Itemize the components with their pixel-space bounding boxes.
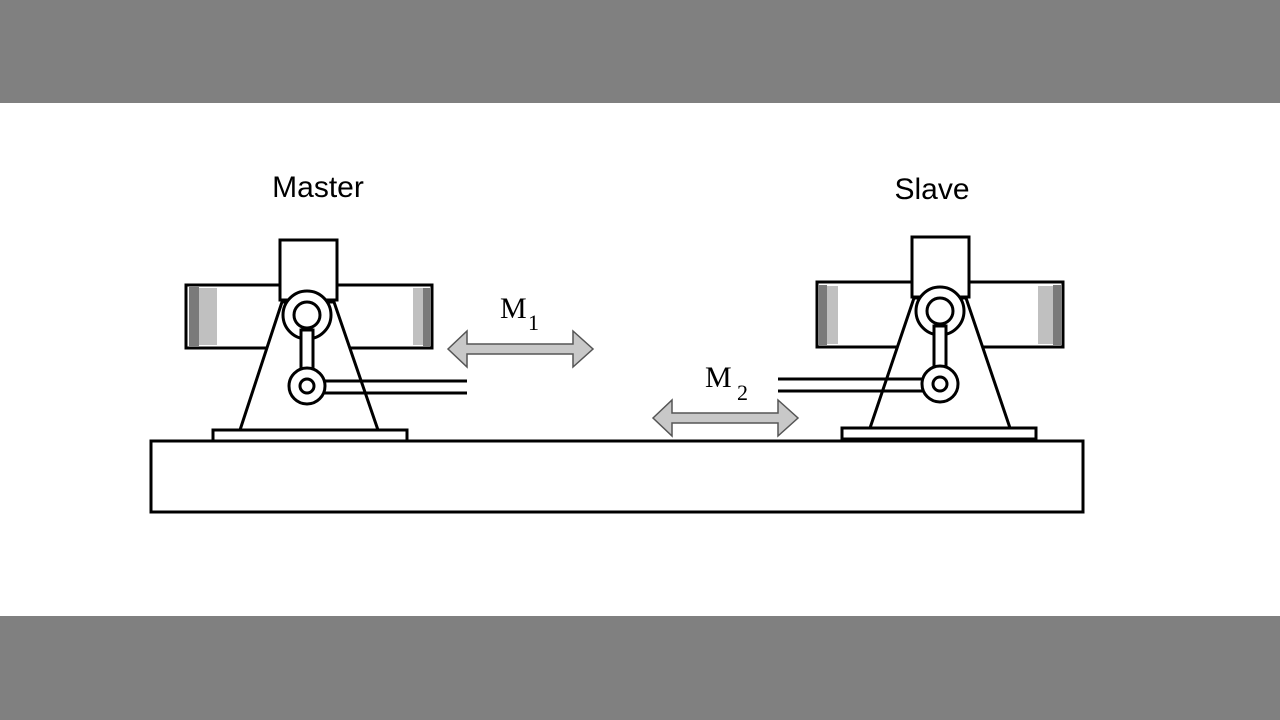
master-pivot-inner bbox=[292, 300, 322, 330]
master-label: Master bbox=[272, 171, 364, 204]
table-base bbox=[149, 439, 1085, 514]
master-device bbox=[184, 238, 467, 443]
bottom-letterbox-band bbox=[0, 616, 1280, 720]
m1-double-arrow-icon bbox=[446, 329, 595, 369]
slave-pivot-inner bbox=[925, 296, 955, 326]
top-letterbox-band bbox=[0, 0, 1280, 103]
m2-subscript: 2 bbox=[737, 380, 748, 405]
m1-label: M bbox=[500, 292, 527, 325]
slave-label: Slave bbox=[894, 173, 969, 206]
master-base-plate bbox=[211, 428, 409, 443]
m2-label: M bbox=[705, 361, 732, 394]
m2-double-arrow-icon bbox=[651, 398, 800, 438]
slave-link bbox=[932, 324, 948, 370]
slave-device bbox=[778, 235, 1065, 441]
m1-subscript: 1 bbox=[528, 310, 539, 335]
slave-base-plate bbox=[840, 426, 1038, 441]
master-link bbox=[299, 328, 315, 372]
